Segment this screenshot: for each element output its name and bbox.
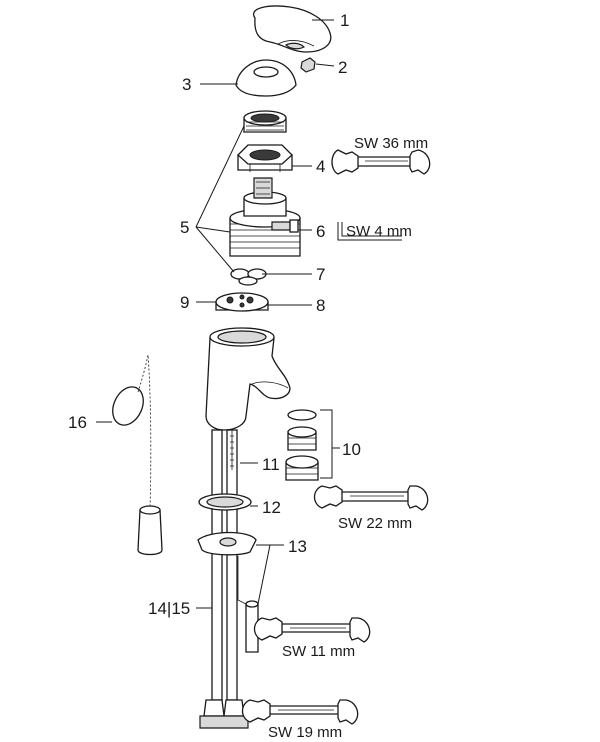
- part-dome-cap: [235, 59, 297, 97]
- part-o-rings: [230, 268, 267, 286]
- hex-key-sw4-icon: [337, 222, 402, 241]
- wrench-sw22-icon: [313, 485, 429, 511]
- part-chain-plug: [112, 354, 163, 556]
- part-set-screw: [300, 57, 316, 73]
- callout-6: 6: [316, 222, 325, 241]
- tool-label-sw19: SW 19 mm: [268, 724, 342, 741]
- wrench-sw19-icon: [241, 699, 359, 725]
- wrench-sw11-icon: [253, 617, 371, 643]
- part-cartridge-screw: [271, 219, 299, 233]
- tool-label-sw22: SW 22 mm: [338, 515, 412, 532]
- part-faucet-body: [205, 327, 291, 431]
- part-lever-handle: [252, 5, 332, 53]
- part-cartridge: [229, 177, 301, 257]
- part-seat-disc: [215, 292, 269, 312]
- leader-lines: [96, 19, 340, 609]
- callout-8: 8: [316, 296, 325, 315]
- part-threaded-ring: [243, 110, 287, 133]
- callout-3: 3: [182, 75, 191, 94]
- part-aerator: [285, 409, 319, 481]
- wrench-sw36-icon: [331, 149, 431, 175]
- callout-16: 16: [68, 413, 87, 432]
- callout-4: 4: [316, 157, 325, 176]
- callout-7: 7: [316, 265, 325, 284]
- callout-5: 5: [180, 218, 189, 237]
- callout-2: 2: [338, 58, 347, 77]
- part-washer-ring: [198, 493, 252, 511]
- callout-10: 10: [342, 440, 361, 459]
- callout-11: 11: [262, 455, 280, 474]
- tool-label-sw11: SW 11 mm: [282, 643, 355, 660]
- part-hose-connectors: [199, 699, 249, 729]
- callout-13: 13: [288, 537, 307, 556]
- part-fixing-bracket: [197, 531, 259, 653]
- part-mounting-rods: [211, 429, 238, 701]
- tool-label-sw4: SW 4 mm: [346, 223, 412, 240]
- callout-1: 1: [340, 11, 349, 30]
- part-hex-nut: [237, 144, 293, 172]
- callout-12: 12: [262, 498, 281, 517]
- callout-9: 9: [180, 293, 189, 312]
- tool-label-sw36: SW 36 mm: [354, 135, 428, 152]
- callout-14-15: 14|15: [148, 599, 190, 618]
